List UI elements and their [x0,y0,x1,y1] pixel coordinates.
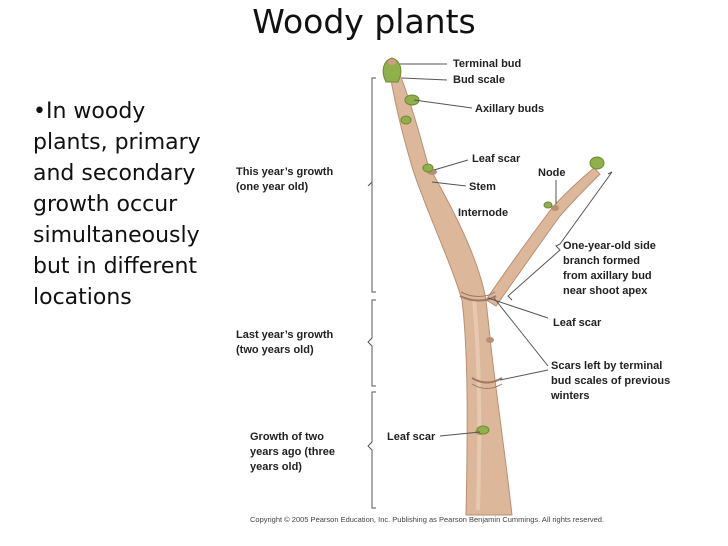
main-stem [389,71,513,516]
label-line: (one year old) [236,181,309,193]
bullet-line: •In woody [33,99,146,124]
label-leaf-scar-right: Leaf scar [553,317,602,329]
label-last-year-growth: Last year’s growth (two years old) [236,328,333,358]
bullet-line: and secondary [33,161,196,186]
label-stem: Stem [469,181,496,193]
axillary-bud [589,156,605,170]
label-scars-terminal: Scars left by terminal bud scales of pre… [551,359,670,404]
axillary-bud [422,163,434,173]
bracket-last-year [367,299,376,387]
label-line: Growth of two [250,431,324,443]
label-node: Node [538,167,566,179]
leader-line [431,181,467,187]
leader-line [413,99,473,109]
bullet-text: •In woody plants, primary and secondary … [33,96,223,313]
bullet-line: locations [33,285,132,310]
label-internode: Internode [458,207,509,219]
label-line: bud scales of previous [551,375,671,387]
leader-line [433,159,469,171]
label-two-years-ago-growth: Growth of two years ago (three years old… [250,430,335,475]
label-bud-scale: Bud scale [453,74,505,86]
label-side-branch: One-year-old side branch formed from axi… [563,239,656,299]
label-terminal-bud: Terminal bud [453,58,522,70]
label-line: Last year’s growth [236,329,334,341]
label-line: near shoot apex [563,285,648,297]
leader-line [487,297,549,319]
label-line: Scars left by terminal [551,360,663,372]
bracket-side-branch [507,171,613,301]
bullet-line: plants, primary [33,130,201,155]
leaf-scar [486,337,494,343]
side-branch [485,167,601,307]
bud-scale-scar-ring [471,383,503,389]
label-this-year-growth: This year’s growth (one year old) [236,165,333,195]
label-axillary-buds: Axillary buds [475,103,545,115]
bullet-line: but in different [33,254,198,279]
axillary-bud [400,115,412,125]
label-line: from axillary bud [563,270,652,282]
stem-highlight [472,299,482,511]
label-line: winters [551,390,590,402]
leader-line [493,297,549,367]
label-line: years ago (three [250,446,335,458]
copyright-notice: Copyright © 2005 Pearson Education, Inc.… [250,515,605,524]
bracket-two-years-ago [367,391,376,509]
leader-line [439,431,481,437]
bud-scale-scar-ring [460,291,496,297]
axillary-bud [543,201,553,209]
bracket-this-year [367,77,376,293]
bullet-line: growth occur [33,192,178,217]
bud-scale-scar-ring [459,295,497,302]
bud-scale-scar-ring [471,377,503,384]
label-line: This year’s growth [236,166,334,178]
label-leaf-scar-lower: Leaf scar [387,431,436,443]
label-line: branch formed [563,255,641,267]
slide-title: Woody plants [252,2,476,41]
label-leaf-scar-upper: Leaf scar [472,153,521,165]
bullet-line: simultaneously [33,223,200,248]
leader-line [401,77,448,81]
leader-line [499,369,549,381]
label-line: One-year-old side [563,240,656,252]
label-line: years old) [250,461,302,473]
label-line: (two years old) [236,344,314,356]
axillary-bud [476,425,490,435]
bud-tip [388,59,396,65]
axillary-bud [404,94,420,106]
leaf-scar [551,205,559,211]
terminal-bud [382,57,402,83]
